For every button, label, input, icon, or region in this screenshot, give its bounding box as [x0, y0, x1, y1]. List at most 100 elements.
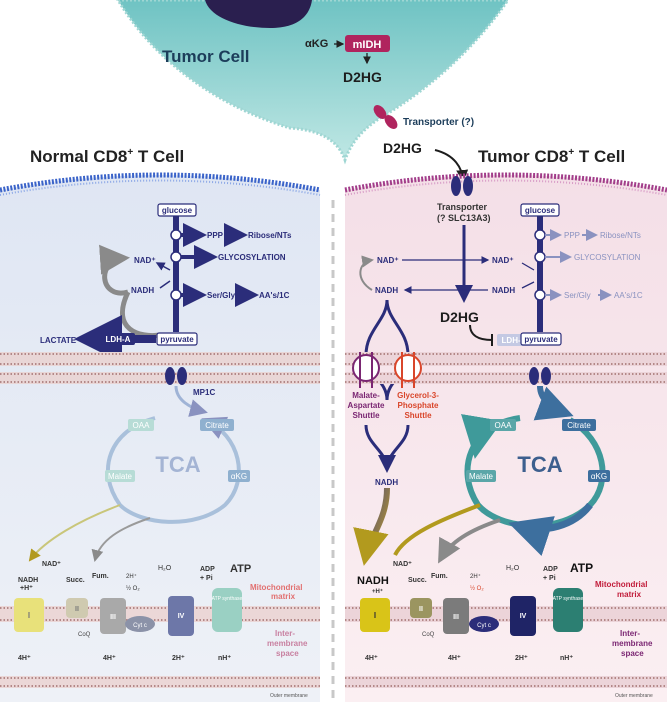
svg-text:CoQ: CoQ — [78, 632, 91, 638]
left-pyruvate-box — [156, 332, 198, 346]
left-o2-half: ½ O₂ — [126, 585, 140, 592]
left-tca-cycle: OAA Citrate TCA Malate αKG — [105, 416, 250, 524]
left-outer-label: Outer membrane — [270, 693, 308, 699]
left-inter1: Inter- — [275, 629, 295, 638]
right-nad1: NAD⁺ — [377, 256, 399, 265]
right-outer-membrane-bottom — [345, 676, 667, 688]
left-mp1c-icon — [165, 367, 187, 385]
right-nadh2: NADH — [492, 286, 515, 295]
svg-text:I: I — [374, 611, 376, 620]
right-complex-i — [360, 598, 390, 632]
g3p3: Shuttle — [404, 411, 432, 420]
left-adp: ADP — [200, 566, 215, 573]
mIDH-label: mIDH — [353, 39, 382, 51]
left-h2o: H₂O — [158, 565, 172, 572]
svg-text:Cyt c: Cyt c — [477, 623, 491, 629]
left-succ: Succ. — [66, 577, 85, 584]
left-h4b: 4H⁺ — [103, 655, 116, 662]
left-atp-synthase — [212, 588, 242, 632]
left-malate-box — [105, 470, 135, 482]
right-tca-cycle: OAA Citrate TCA Malate αKG — [461, 414, 610, 556]
right-atp-synthase — [553, 588, 583, 632]
left-pyruvate: pyruvate — [160, 335, 194, 344]
right-complex-iv — [510, 596, 536, 636]
left-citrate-box — [200, 419, 234, 431]
left-glyco: GLYCOSYLATION — [218, 253, 286, 262]
left-etc-nad: NAD⁺ — [42, 561, 61, 568]
left-nadh: NADH — [131, 286, 154, 295]
right-mito1: Mitochondrial — [595, 580, 647, 589]
svg-text:ATP synthase: ATP synthase — [553, 596, 584, 602]
left-tca: TCA — [155, 452, 200, 477]
right-o2-2h: 2H⁺ — [470, 573, 481, 580]
right-o2-half: ½ O₂ — [470, 585, 484, 592]
right-ppp: PPP — [564, 231, 580, 240]
svg-text:II: II — [75, 606, 79, 613]
left-nad-cycle-arrow — [99, 244, 130, 296]
right-etc-h: +H⁺ — [372, 588, 383, 595]
right-oaa: OAA — [495, 421, 513, 430]
normal-t-cell: Normal CD8+ T Cell glucose PPP Ribose/NT… — [0, 147, 321, 702]
left-sergly: Ser/Gly — [207, 291, 236, 300]
left-ldha-box — [101, 333, 135, 345]
right-citrate: Citrate — [567, 421, 591, 430]
left-outer-membrane-bottom — [0, 676, 320, 688]
left-inter3: space — [276, 649, 299, 658]
left-outer-mito-membrane — [0, 352, 320, 384]
left-lactate: LACTATE — [40, 336, 77, 345]
right-title: Tumor CD8+ T Cell — [478, 147, 625, 166]
svg-text:CoQ: CoQ — [422, 632, 435, 638]
right-mp1c-icon — [529, 367, 551, 385]
malasp2: Aspartate — [348, 401, 385, 410]
left-complex-ii — [66, 598, 88, 618]
right-mito2: matrix — [617, 590, 642, 599]
left-oaa: OAA — [133, 421, 151, 430]
right-succ: Succ. — [408, 577, 427, 584]
g3p1: Glycerol-3- — [397, 391, 439, 400]
left-complex-iii — [100, 598, 126, 634]
right-nh: nH⁺ — [560, 655, 573, 662]
left-aas: AA's/1C — [259, 291, 290, 300]
right-pi: + Pi — [543, 575, 556, 582]
tumor-transporter-icon — [373, 105, 398, 129]
right-pyruvate: pyruvate — [524, 335, 558, 344]
right-citrate-box — [562, 419, 596, 431]
right-glucose-box — [520, 203, 560, 217]
tumor-akg-label: αKG — [305, 38, 328, 50]
right-complex-ii — [410, 598, 432, 618]
svg-text:I: I — [28, 611, 30, 620]
right-nad2: NAD⁺ — [492, 256, 514, 265]
center-d2hg-label: D2HG — [383, 140, 422, 156]
right-h2: 2H⁺ — [515, 655, 528, 662]
right-h4b: 4H⁺ — [448, 655, 461, 662]
right-transporter2: (? SLC13A3) — [437, 213, 491, 223]
right-glyco: GLYCOSYLATION — [574, 253, 641, 262]
right-inter1: Inter- — [620, 629, 640, 638]
left-mito2: matrix — [271, 592, 296, 601]
right-glucose: glucose — [525, 206, 556, 215]
right-transporter1: Transporter — [437, 202, 488, 212]
right-ldha: LDH-A — [502, 336, 527, 345]
left-malate: Malate — [108, 472, 133, 481]
right-adp: ADP — [543, 566, 558, 573]
right-pyruvate-box — [520, 332, 562, 346]
right-malate-box — [466, 470, 496, 482]
svg-text:ATP synthase: ATP synthase — [212, 596, 243, 602]
left-h4a: 4H⁺ — [18, 655, 31, 662]
malate-aspartate-shuttle-icon — [352, 352, 380, 388]
left-mp1c: MP1C — [193, 388, 215, 397]
svg-text:IV: IV — [520, 613, 527, 620]
left-oaa-box — [128, 419, 154, 431]
right-inner-mito-membrane — [345, 606, 667, 622]
right-ribose: Ribose/NTs — [600, 231, 641, 240]
right-aas: AA's/1C — [614, 291, 643, 300]
left-title: Normal CD8+ T Cell — [30, 147, 184, 166]
tumor-d2hg-label: D2HG — [343, 69, 382, 85]
left-inter2: membrane — [267, 639, 308, 648]
right-oaa-box — [490, 419, 516, 431]
left-complex-i — [14, 598, 44, 632]
malasp3: Shuttle — [352, 411, 380, 420]
left-citrate: Citrate — [205, 421, 229, 430]
left-akg-box — [228, 470, 250, 482]
